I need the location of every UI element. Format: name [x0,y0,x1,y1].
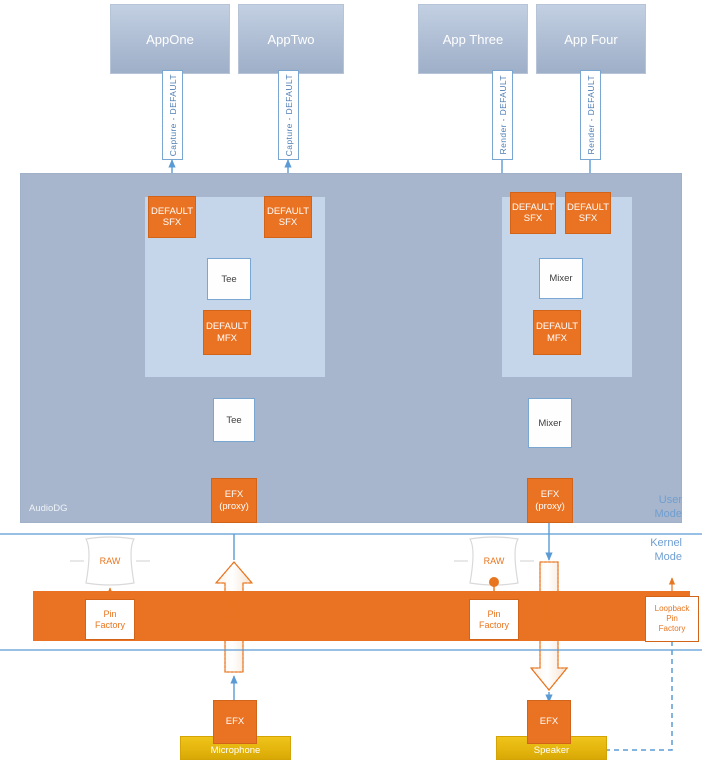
raw-stream-label-capture: RAW [229,600,239,621]
raw-node-left: RAW [84,548,136,574]
device-label: Microphone [210,745,261,756]
audiodg-label: AudioDG [29,503,68,514]
endpoint-label: Render - DEFAULT [497,75,508,155]
capture-default-sfx-2[interactable]: DEFAULT SFX [264,196,312,238]
loopback-line-2: Pin [666,614,678,624]
kernel-mode-line-2: Mode [654,550,682,563]
raw-label: RAW [483,556,505,566]
speaker-efx[interactable]: EFX [527,700,571,744]
render-default-sfx-2[interactable]: DEFAULT SFX [565,192,611,234]
pin-factory-line-2: Factory [94,619,125,630]
endpoint-capture-appone[interactable]: Capture - DEFAULT [162,70,183,160]
box-line-2: SFX [578,213,598,224]
render-default-sfx-1[interactable]: DEFAULT SFX [510,192,556,234]
render-mixer-inner[interactable]: Mixer [539,258,583,299]
app-label: App Three [442,31,504,47]
capture-tee-outer[interactable]: Tee [213,398,255,442]
pin-factory-line-1: Pin [103,608,117,619]
kernel-mode-label: Kernel Mode [620,537,682,565]
app-box-appone[interactable]: AppOne [110,4,230,74]
box-line-1: EFX [540,489,560,501]
app-label: AppOne [146,31,194,47]
pin-factory-line-2: Factory [478,619,509,630]
box-line-2: MFX [216,332,238,344]
endpoint-render-appfour[interactable]: Render - DEFAULT [580,70,601,160]
box-label: EFX [539,716,559,728]
pin-factory-line-1: Pin [487,608,501,619]
loopback-line-3: Factory [658,623,686,633]
capture-default-mfx[interactable]: DEFAULT MFX [203,310,251,355]
endpoint-label: Capture - DEFAULT [167,73,178,157]
capture-efx-proxy[interactable]: EFX (proxy) [211,478,257,523]
box-label: EFX [225,716,245,728]
box-line-1: DEFAULT [566,201,610,213]
capture-default-sfx-1[interactable]: DEFAULT SFX [148,196,196,238]
app-box-apptwo[interactable]: AppTwo [238,4,344,74]
box-line-2: (proxy) [219,500,249,512]
box-line-2: SFX [278,217,298,228]
render-mixer-outer[interactable]: Mixer [528,398,572,448]
box-line-1: EFX [224,489,244,501]
box-line-1: DEFAULT [205,321,249,333]
box-label: Mixer [538,417,562,429]
box-line-1: DEFAULT [511,201,555,213]
box-label: Tee [221,273,237,285]
capture-tee-inner[interactable]: Tee [207,258,251,300]
loopback-line-1: Loopback [654,604,690,614]
kernel-driver-bar [33,591,690,641]
endpoint-label: Capture - DEFAULT [283,73,294,157]
pin-factory-render[interactable]: Pin Factory [469,599,519,640]
render-efx-proxy[interactable]: EFX (proxy) [527,478,573,523]
device-label: Speaker [533,745,570,756]
box-line-2: (proxy) [535,500,565,512]
microphone-efx[interactable]: EFX [213,700,257,744]
endpoint-render-appthree[interactable]: Render - DEFAULT [492,70,513,160]
kernel-mode-line-1: Kernel [650,537,682,549]
box-line-1: DEFAULT [150,205,194,217]
loopback-pin-factory[interactable]: Loopback Pin Factory [645,596,699,642]
box-label: Mixer [549,273,573,284]
box-line-2: SFX [162,217,182,228]
box-line-2: SFX [523,213,543,224]
app-label: App Four [564,31,618,47]
box-line-1: DEFAULT [266,205,310,217]
user-mode-label: User Mode [620,494,682,522]
app-box-appfour[interactable]: App Four [536,4,646,74]
box-line-2: MFX [546,332,568,344]
raw-stream-label-render: RAW [544,600,554,621]
raw-label: RAW [99,556,121,566]
app-label: AppTwo [267,31,315,47]
render-default-mfx[interactable]: DEFAULT MFX [533,310,581,355]
user-mode-line-2: Mode [654,507,682,520]
box-line-1: DEFAULT [535,321,579,333]
raw-node-right: RAW [468,548,520,574]
endpoint-capture-apptwo[interactable]: Capture - DEFAULT [278,70,299,160]
pin-factory-capture[interactable]: Pin Factory [85,599,135,640]
box-label: Tee [226,414,242,426]
app-box-appthree[interactable]: App Three [418,4,528,74]
endpoint-label: Render - DEFAULT [585,75,596,155]
user-mode-line-1: User [658,494,682,506]
